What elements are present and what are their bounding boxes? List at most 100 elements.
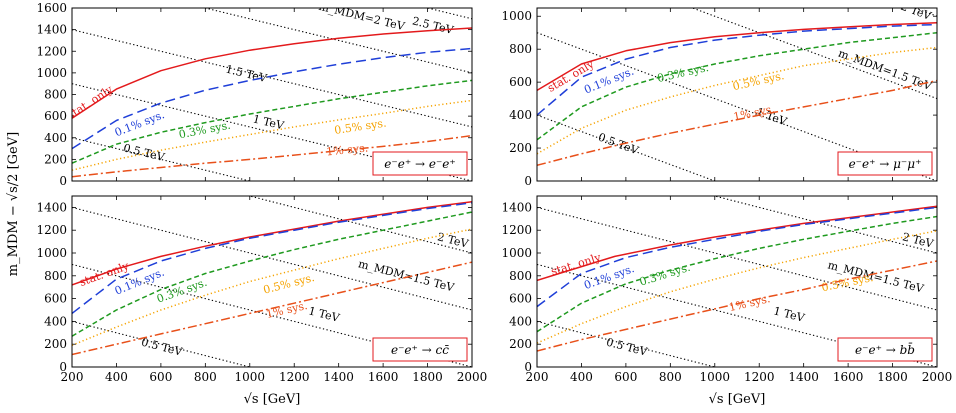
bottom-left-xtick-label-600: 600 bbox=[149, 370, 172, 384]
bottom-left-xtick-label-1000: 1000 bbox=[235, 370, 266, 384]
bottom-left-ytick-label-800: 800 bbox=[44, 269, 67, 283]
bottom-right-series-0-3-sys bbox=[537, 215, 937, 333]
bottom-right-series-label-0-3-sys: 0.3% sys. bbox=[638, 261, 692, 289]
bottom-left-frame bbox=[71, 195, 473, 368]
bottom-left-process-label: e⁻e⁺ → cc̄ bbox=[391, 343, 450, 357]
bottom-right-frame bbox=[536, 195, 938, 368]
top-right-ytick-label-1000: 1000 bbox=[501, 9, 532, 23]
bottom-right-series-label-stat-only: stat. only bbox=[549, 250, 603, 278]
bottom-left-xtick-label-2000: 2000 bbox=[457, 370, 488, 384]
top-left-series-0-1-sys bbox=[72, 47, 472, 150]
bottom-left-ytick-label-1200: 1200 bbox=[36, 223, 67, 237]
bottom-left-isoline-1500 bbox=[72, 206, 472, 311]
bottom-right-isoline-2000 bbox=[712, 196, 937, 254]
bottom-right-ytick-label-200: 200 bbox=[509, 337, 532, 351]
top-right-isoline-label-2000: 2 TeV bbox=[899, 0, 934, 23]
bottom-left-xtick-label-1200: 1200 bbox=[279, 370, 310, 384]
top-right-ytick-label-600: 600 bbox=[509, 75, 532, 89]
top-right-frame bbox=[536, 7, 938, 182]
top-left-ytick-label-400: 400 bbox=[44, 131, 67, 145]
top-left-isoline-2500 bbox=[425, 8, 472, 20]
top-right-series-0-3-sys bbox=[537, 31, 937, 141]
bottom-right-process-box bbox=[837, 337, 933, 362]
bottom-right-isoline-label-500: 0.5 TeV bbox=[605, 336, 650, 359]
bottom-left-isoline-2000 bbox=[247, 196, 472, 254]
top-left-isoline-label-2000: m_MDM=2 TeV bbox=[317, 0, 407, 33]
top-right-isoline-1500 bbox=[690, 8, 937, 100]
bottom-right-ytick-label-1200: 1200 bbox=[501, 223, 532, 237]
top-right-ytick-label-200: 200 bbox=[509, 141, 532, 155]
top-right-series-1-sys bbox=[537, 79, 937, 167]
bottom-left-series-1-sys bbox=[72, 261, 472, 356]
top-left-ytick-label-1600: 1600 bbox=[36, 1, 67, 15]
top-left-process-box bbox=[372, 151, 468, 176]
bottom-left-xtick-label-1400: 1400 bbox=[323, 370, 354, 384]
bottom-right-xtick-label-1000: 1000 bbox=[700, 370, 731, 384]
xlabel-right: √s [GeV] bbox=[709, 392, 766, 407]
bottom-left-series-0-1-sys bbox=[72, 202, 472, 314]
top-left-series-1-sys bbox=[72, 134, 472, 178]
bottom-left-ytick-label-400: 400 bbox=[44, 314, 67, 328]
bottom-right-ytick-label-600: 600 bbox=[509, 292, 532, 306]
bottom-right-series-label-1-sys: 1% sys. bbox=[728, 292, 772, 314]
top-left-ytick-label-1000: 1000 bbox=[36, 66, 67, 80]
bottom-left-series-label-0-3-sys: 0.3% sys. bbox=[155, 276, 209, 306]
top-right-ytick-label-400: 400 bbox=[509, 108, 532, 122]
top-right-series-label-0-5-sys: 0.5% sys. bbox=[731, 69, 785, 93]
top-left-isoline-1500 bbox=[72, 29, 472, 128]
top-right-series-stat-only bbox=[537, 22, 937, 92]
bottom-left-ytick-label-200: 200 bbox=[44, 337, 67, 351]
top-left-ytick-label-1400: 1400 bbox=[36, 23, 67, 37]
top-right-process-box bbox=[837, 151, 933, 176]
top-left-ytick-label-800: 800 bbox=[44, 88, 67, 102]
top-right-process-label: e⁻e⁺ → μ⁻μ⁺ bbox=[849, 157, 922, 171]
bottom-right-series-0-5-sys bbox=[537, 230, 937, 344]
xlabel-left: √s [GeV] bbox=[244, 392, 301, 407]
bottom-left-ytick-label-0: 0 bbox=[59, 360, 67, 374]
bottom-left-series-label-0-5-sys: 0.5% sys. bbox=[262, 271, 316, 297]
top-left-ytick-label-600: 600 bbox=[44, 109, 67, 123]
bottom-right-ytick-label-800: 800 bbox=[509, 269, 532, 283]
top-left-isoline-label-2500: 2.5 TeV bbox=[411, 14, 456, 37]
top-right-series-0-1-sys bbox=[537, 23, 937, 116]
bottom-right-ytick-label-0: 0 bbox=[524, 360, 532, 374]
bottom-right-xtick-label-2000: 2000 bbox=[922, 370, 953, 384]
bottom-left-ytick-label-600: 600 bbox=[44, 292, 67, 306]
bottom-right-ytick-label-1000: 1000 bbox=[501, 246, 532, 260]
bottom-right-series-0-1-sys bbox=[537, 206, 937, 308]
bottom-left-xtick-label-1600: 1600 bbox=[368, 370, 399, 384]
bottom-right-ytick-label-1400: 1400 bbox=[501, 200, 532, 214]
bottom-right-xtick-label-1800: 1800 bbox=[877, 370, 908, 384]
top-right-series-label-0-3-sys: 0.3% sys. bbox=[656, 61, 710, 85]
bottom-left-xtick-label-1800: 1800 bbox=[412, 370, 443, 384]
bottom-left-series-0-3-sys bbox=[72, 211, 472, 337]
top-right-series-0-5-sys bbox=[537, 46, 937, 155]
bottom-right-xtick-label-800: 800 bbox=[659, 370, 682, 384]
bottom-left-isoline-label-1500: m_MDM=1.5 TeV bbox=[357, 257, 457, 294]
top-right-ytick-label-0: 0 bbox=[524, 174, 532, 188]
bottom-right-xtick-label-1400: 1400 bbox=[788, 370, 819, 384]
bottom-left-xtick-label-200: 200 bbox=[61, 370, 84, 384]
bottom-right-xtick-label-1600: 1600 bbox=[833, 370, 864, 384]
bottom-left-isoline-label-1000: 1 TeV bbox=[307, 304, 342, 325]
bottom-right-isoline-label-2000: 2 TeV bbox=[901, 230, 936, 251]
bottom-left-ytick-label-1000: 1000 bbox=[36, 246, 67, 260]
figure-ylabel: m_MDM − √s/2 [GeV] bbox=[6, 132, 21, 276]
top-left-frame bbox=[71, 7, 473, 182]
bottom-left-process-box bbox=[372, 337, 468, 362]
bottom-left-xtick-label-800: 800 bbox=[194, 370, 217, 384]
bottom-left-series-label-1-sys: 1% sys. bbox=[265, 299, 309, 321]
bottom-left-series-stat-only bbox=[72, 200, 472, 286]
top-left-series-stat-only bbox=[72, 27, 472, 119]
bottom-right-process-label: e⁻e⁺ → bb̄ bbox=[855, 341, 915, 357]
top-left-ytick-label-200: 200 bbox=[44, 152, 67, 166]
top-left-ytick-label-0: 0 bbox=[59, 174, 67, 188]
